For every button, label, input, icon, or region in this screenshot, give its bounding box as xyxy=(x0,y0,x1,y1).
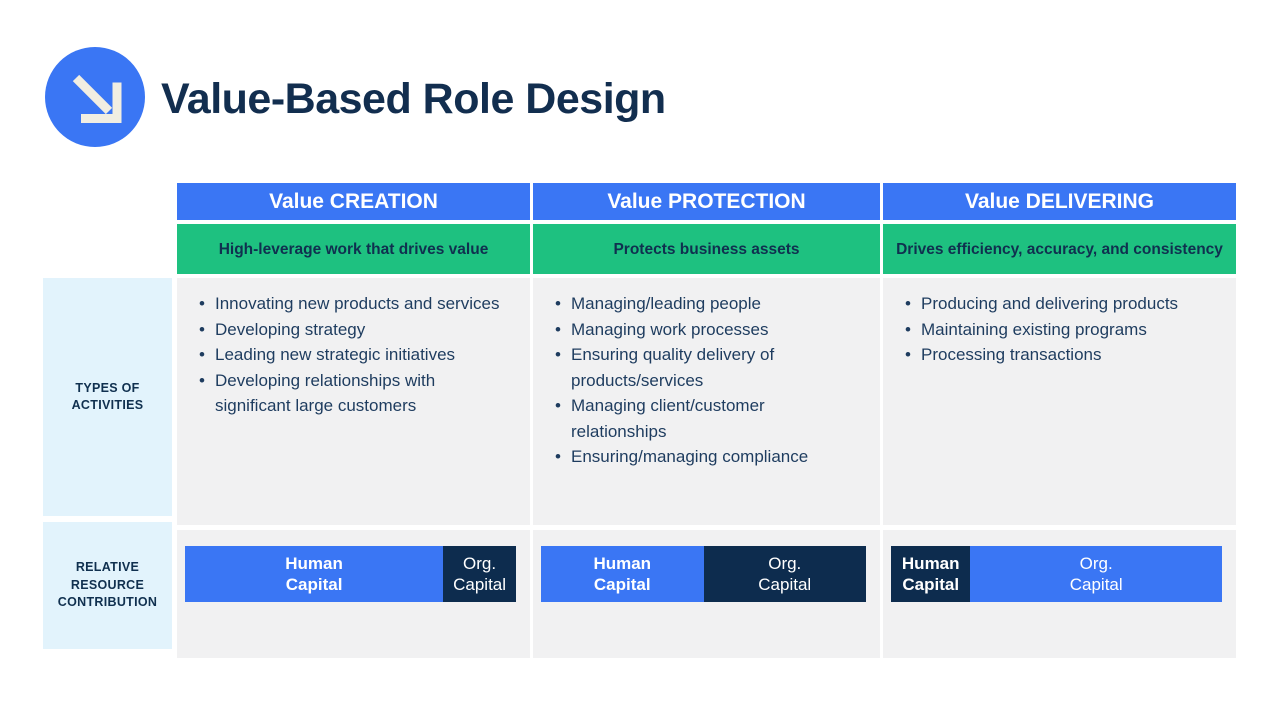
org-capital-segment: Org. Capital xyxy=(443,546,516,602)
segment-label: Capital xyxy=(902,575,960,594)
activities-cell: Innovating new products and servicesDeve… xyxy=(177,278,530,525)
activity-item: Maintaining existing programs xyxy=(905,317,1220,343)
activity-item: Leading new strategic initiatives xyxy=(199,342,514,368)
column-header: Value PROTECTION xyxy=(533,183,880,220)
segment-label: Capital xyxy=(593,575,651,594)
segment-label: Org. xyxy=(768,553,802,573)
activity-item: Managing client/customer relationships xyxy=(555,393,864,444)
activity-list: Managing/leading peopleManaging work pro… xyxy=(533,278,880,470)
resource-cell: Human Capital Org. Capital xyxy=(883,530,1236,658)
activity-item: Managing/leading people xyxy=(555,291,864,317)
column-header: Value CREATION xyxy=(177,183,530,220)
arrow-down-right-icon xyxy=(45,47,145,147)
resource-bar: Human Capital Org. Capital xyxy=(185,546,516,602)
resource-cell: Human Capital Org. Capital xyxy=(177,530,530,658)
column-value-protection: Value PROTECTION Protects business asset… xyxy=(533,0,880,720)
row-label-relative-resource-contribution: RELATIVE RESOURCE CONTRIBUTION xyxy=(43,522,172,649)
activity-item: Ensuring/managing compliance xyxy=(555,444,864,470)
resource-bar: Human Capital Org. Capital xyxy=(541,546,866,602)
org-capital-segment: Org. Capital xyxy=(970,546,1222,602)
row-label-types-of-activities: TYPES OF ACTIVITIES xyxy=(43,278,172,516)
activity-item: Managing work processes xyxy=(555,317,864,343)
human-capital-segment: Human Capital xyxy=(185,546,444,602)
resource-cell: Human Capital Org. Capital xyxy=(533,530,880,658)
column-subheader: High-leverage work that drives value xyxy=(177,224,530,274)
org-capital-segment: Org. Capital xyxy=(703,546,866,602)
activity-item: Developing strategy xyxy=(199,317,514,343)
human-capital-segment: Human Capital xyxy=(891,546,971,602)
activity-item: Ensuring quality delivery of products/se… xyxy=(555,342,864,393)
resource-bar: Human Capital Org. Capital xyxy=(891,546,1222,602)
human-capital-segment: Human Capital xyxy=(541,546,704,602)
column-value-delivering: Value DELIVERING Drives efficiency, accu… xyxy=(883,0,1236,720)
segment-label: Human xyxy=(901,553,960,573)
column-header: Value DELIVERING xyxy=(883,183,1236,220)
segment-label: Org. xyxy=(463,553,497,573)
segment-label: Capital xyxy=(285,575,343,594)
activities-cell: Managing/leading peopleManaging work pro… xyxy=(533,278,880,525)
segment-label: Human xyxy=(593,553,652,573)
column-subheader: Protects business assets xyxy=(533,224,880,274)
activity-list: Producing and delivering productsMaintai… xyxy=(883,278,1236,368)
segment-label: Human xyxy=(285,553,343,573)
column-value-creation: Value CREATION High-leverage work that d… xyxy=(177,0,530,720)
activity-item: Processing transactions xyxy=(905,342,1220,368)
segment-label: Capital xyxy=(453,575,507,594)
column-subheader: Drives efficiency, accuracy, and consist… xyxy=(883,224,1236,274)
segment-label: Capital xyxy=(758,575,812,594)
segment-label: Capital xyxy=(1069,575,1123,594)
segment-label: Org. xyxy=(1079,553,1113,573)
activity-item: Innovating new products and services xyxy=(199,291,514,317)
activities-cell: Producing and delivering productsMaintai… xyxy=(883,278,1236,525)
activity-item: Developing relationships with significan… xyxy=(199,368,514,419)
activity-list: Innovating new products and servicesDeve… xyxy=(177,278,530,419)
page-title: Value-Based Role Design xyxy=(161,75,666,123)
activity-item: Producing and delivering products xyxy=(905,291,1220,317)
